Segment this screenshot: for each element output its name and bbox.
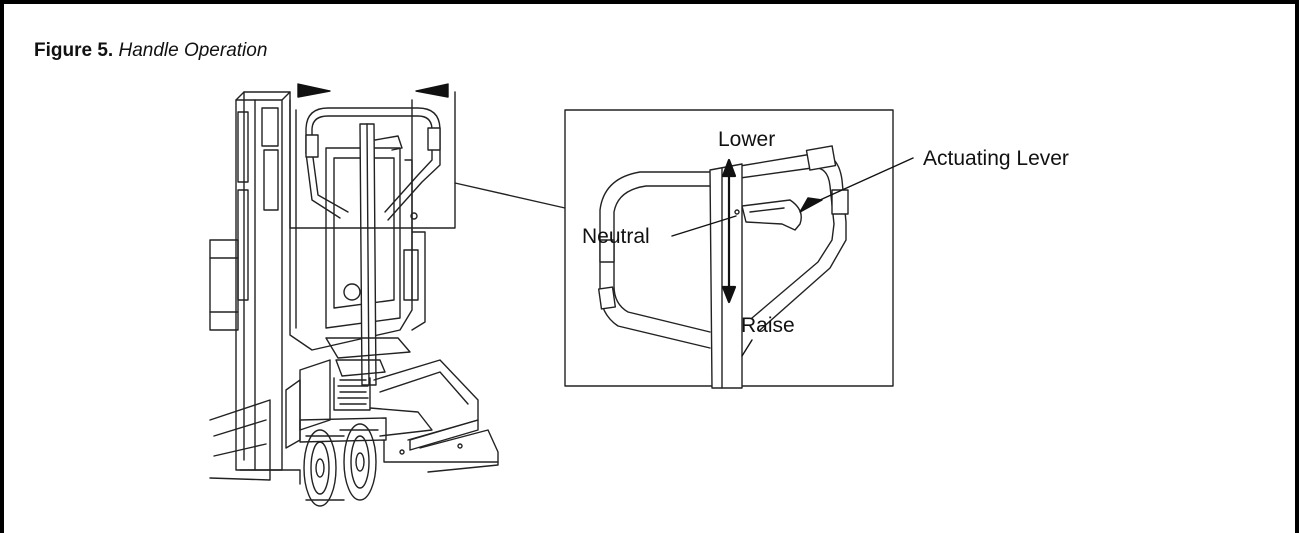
figure-title: Handle Operation xyxy=(118,40,268,61)
label-actuating-lever: Actuating Lever xyxy=(923,147,1069,170)
figure-caption: Figure 5. Handle Operation xyxy=(34,40,267,62)
actuating-lever-leader xyxy=(819,157,914,201)
handle-detail-inset xyxy=(564,109,894,389)
lower-raise-arrow xyxy=(721,158,737,304)
figure-number: Figure 5. xyxy=(34,40,114,61)
pallet-truck-drawing xyxy=(209,83,566,507)
neutral-leader xyxy=(671,215,737,237)
label-lower: Lower xyxy=(718,128,775,151)
label-raise: Raise xyxy=(741,314,795,337)
raise-leader xyxy=(741,339,753,357)
label-neutral: Neutral xyxy=(582,225,650,248)
leader-lines xyxy=(671,157,914,357)
